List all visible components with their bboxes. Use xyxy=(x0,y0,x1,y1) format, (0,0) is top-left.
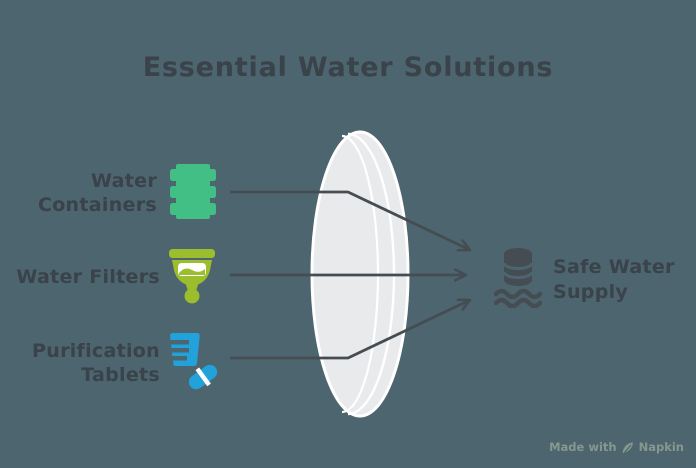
filter-icon xyxy=(169,249,215,304)
label-safe-water-supply: Safe Water Supply xyxy=(553,256,675,303)
page-title: Essential Water Solutions xyxy=(142,52,554,83)
label-purification-tablets: Purification Tablets xyxy=(32,340,160,386)
arrow-purification-tablets xyxy=(230,300,470,360)
tablets-icon xyxy=(168,333,220,392)
napkin-watermark[interactable]: Made with Napkin xyxy=(549,440,684,454)
barrel-icon xyxy=(170,164,216,219)
arrow-water-containers xyxy=(230,190,470,250)
napkin-logo-icon xyxy=(622,442,633,453)
watermark-prefix: Made with xyxy=(549,440,617,454)
watermark-brand: Napkin xyxy=(638,440,684,454)
label-water-containers: Water Containers xyxy=(37,170,157,216)
water-reservoir-icon xyxy=(494,248,542,308)
label-water-filters: Water Filters xyxy=(16,266,160,288)
